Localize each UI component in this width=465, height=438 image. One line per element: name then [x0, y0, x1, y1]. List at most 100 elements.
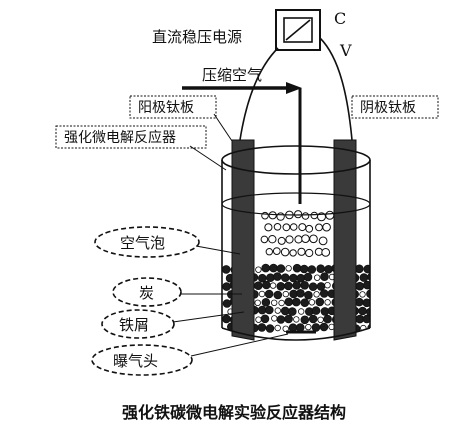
- air-bubble: [301, 234, 310, 243]
- air-bubble: [258, 290, 266, 298]
- media-particle: [269, 263, 278, 273]
- media-particle: [365, 307, 370, 317]
- media-particle: [366, 289, 370, 299]
- air-bubble: [269, 282, 277, 289]
- air-bubble: [313, 291, 320, 298]
- air-bubble: [318, 236, 328, 246]
- media-particle: [288, 323, 298, 333]
- air-bubble: [289, 249, 297, 257]
- air-bubble: [324, 282, 331, 289]
- media-particle: [280, 306, 290, 316]
- air-bubble: [308, 299, 316, 306]
- air-bubble: [274, 307, 281, 314]
- media-particle: [355, 281, 365, 291]
- media-particle: [276, 315, 286, 324]
- media-particle: [296, 288, 305, 298]
- air-bubble: [277, 236, 286, 245]
- compressed-air-label: 压缩空气: [202, 66, 262, 84]
- air-bubble: [298, 223, 307, 232]
- power-supply-label: 直流稳压电源: [152, 28, 242, 46]
- air-bubble: [282, 223, 291, 232]
- air-bubble: [254, 299, 261, 306]
- air-bubble: [297, 247, 306, 256]
- media-particle: [291, 297, 301, 307]
- media-particle: [323, 314, 332, 324]
- air-bubble: [317, 316, 324, 323]
- air-bubble: [289, 223, 298, 231]
- air-bubble: [314, 274, 321, 281]
- media-particle: [265, 324, 275, 333]
- media-particle: [262, 280, 271, 290]
- media-particle: [311, 306, 321, 315]
- carbon-label: 炭: [139, 284, 154, 302]
- air-bubble: [278, 299, 285, 307]
- wire-to-cathode: [319, 37, 353, 141]
- media-particle: [300, 298, 310, 308]
- air-bubble: [324, 299, 331, 306]
- air-bubbles-callout: 空气泡: [94, 226, 241, 258]
- media-particle: [362, 314, 370, 324]
- air-bubble: [271, 299, 278, 306]
- media-particle: [292, 280, 302, 290]
- media-particle: [289, 273, 298, 283]
- air-bubble: [310, 211, 319, 220]
- media-particle: [280, 273, 290, 283]
- air-bubble: [305, 224, 314, 233]
- air-bubble: [272, 247, 281, 256]
- air-bubble: [321, 248, 331, 257]
- air-bubble: [298, 308, 305, 315]
- media-particle: [304, 290, 313, 300]
- media-particle: [260, 314, 270, 324]
- media-particle: [261, 297, 271, 307]
- media-particle: [308, 314, 318, 324]
- media-particle: [295, 323, 305, 332]
- air-bubble: [285, 265, 292, 272]
- voltage-label: V: [339, 41, 352, 60]
- air-bubble: [293, 316, 300, 323]
- air-bubbles-label: 空气泡: [120, 234, 165, 252]
- media-particle: [320, 307, 330, 316]
- media-particle: [253, 281, 263, 291]
- aerator-callout: 曝气头: [91, 333, 289, 376]
- air-bubble: [264, 223, 273, 232]
- media-particle: [303, 272, 313, 282]
- media-particle: [315, 297, 325, 307]
- media-particle: [359, 273, 369, 282]
- media-particle: [308, 282, 318, 292]
- anode-plate-label: 阳极钛板: [138, 100, 194, 116]
- media-particle: [324, 264, 333, 274]
- power-supply: [275, 9, 321, 51]
- media-particle: [311, 323, 321, 332]
- cathode-plate-label: 阴极钛板: [360, 100, 416, 116]
- reactor-label: 强化微电解反应器: [64, 129, 176, 146]
- air-bubble: [325, 210, 335, 220]
- media-particle: [358, 306, 367, 316]
- wire-to-anode: [239, 47, 279, 141]
- air-bubble: [294, 235, 303, 244]
- liquid-surface: [221, 192, 371, 216]
- media-particle: [266, 273, 275, 283]
- air-bubble: [265, 248, 273, 256]
- cathode-plate-callout: 阴极钛板: [351, 95, 439, 119]
- cathode-plate: [333, 139, 357, 341]
- air-bubble: [276, 212, 285, 221]
- media-particle: [300, 280, 310, 290]
- media-particle: [273, 290, 283, 300]
- media-particle: [276, 281, 286, 291]
- air-bubble: [294, 210, 303, 219]
- media-particle: [367, 272, 370, 282]
- air-bubble: [255, 316, 262, 323]
- air-bubble: [305, 248, 314, 258]
- air-bubble: [315, 223, 323, 232]
- air-bubble: [282, 290, 289, 298]
- media-particle: [222, 265, 231, 274]
- media-particle: [296, 273, 306, 283]
- media-particle: [362, 298, 370, 308]
- air-bubble: [268, 235, 277, 244]
- air-bubble: [255, 266, 262, 273]
- media-particle: [287, 307, 297, 316]
- air-bubble: [268, 211, 277, 220]
- reactor-tank: [221, 139, 371, 341]
- media-particle: [307, 265, 317, 274]
